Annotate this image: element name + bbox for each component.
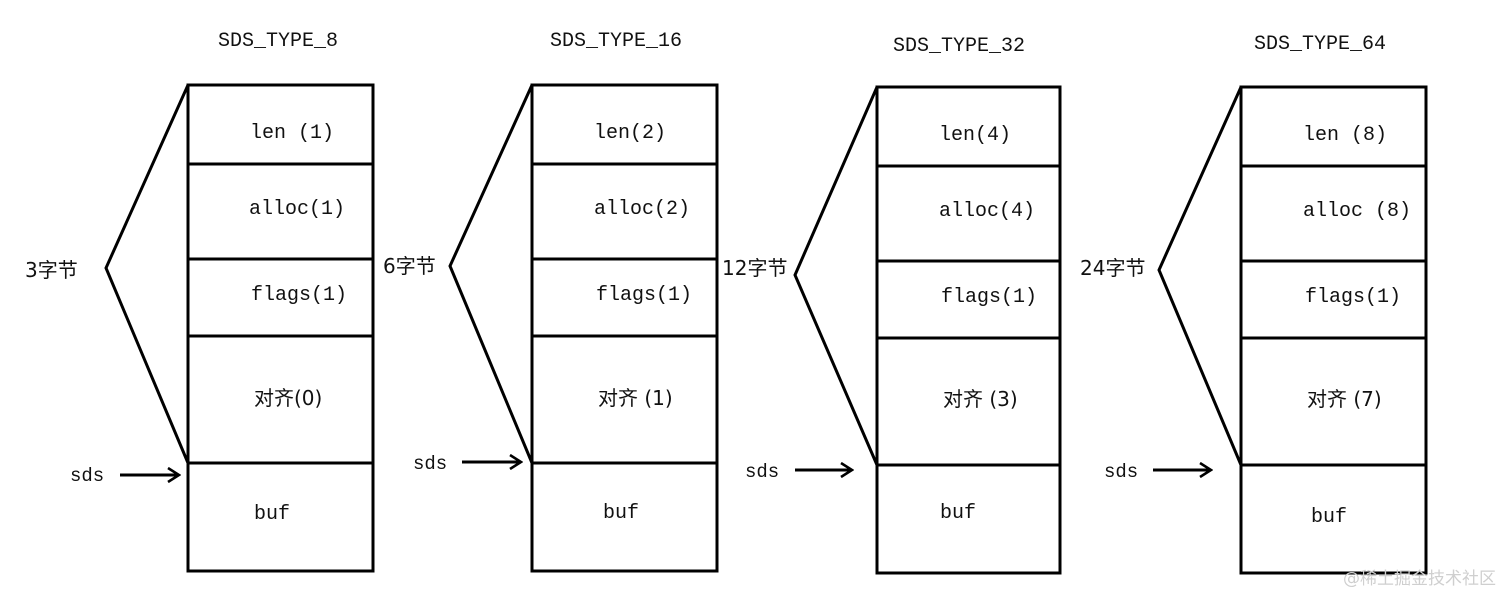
header-size-label: 6字节: [383, 254, 436, 278]
struct-title: SDS_TYPE_32: [893, 35, 1025, 58]
sds-type-diagram: SDS_TYPE_16 len(2) alloc(2) flags(1) 对齐 (1) b…: [383, 30, 719, 573]
header-bracket: [104, 84, 190, 464]
header-bracket: [448, 84, 534, 464]
field-label: alloc (8): [1303, 200, 1411, 223]
header-size-label: 12字节: [722, 256, 787, 280]
sds-pointer-label: sds: [745, 461, 779, 483]
field-label: buf: [254, 503, 290, 526]
struct-box: [530, 83, 719, 573]
field-label: len(4): [939, 124, 1011, 147]
header-bracket: [793, 86, 879, 466]
struct-box: [875, 85, 1062, 575]
struct-box: [1239, 85, 1428, 575]
struct-title: SDS_TYPE_16: [550, 30, 682, 53]
sds-pointer-label: sds: [70, 465, 104, 487]
sds-type-diagram: SDS_TYPE_32 len(4) alloc(4) flags(1) 对齐 (3) b…: [722, 35, 1062, 575]
field-label: alloc(1): [249, 198, 345, 221]
field-label: buf: [1311, 506, 1347, 529]
struct-title: SDS_TYPE_64: [1254, 33, 1386, 56]
field-label: len (1): [250, 122, 334, 145]
struct-box: [186, 83, 375, 573]
field-label: 对齐(0): [254, 386, 322, 410]
field-label: flags(1): [941, 286, 1037, 309]
field-label: 对齐 (1): [598, 386, 673, 410]
sds-pointer-label: sds: [1104, 461, 1138, 483]
field-label: flags(1): [251, 284, 347, 307]
field-label: alloc(4): [939, 200, 1035, 223]
header-bracket: [1157, 86, 1243, 466]
field-label: flags(1): [596, 284, 692, 307]
field-label: 对齐 (7): [1307, 387, 1382, 411]
field-label: buf: [603, 502, 639, 525]
field-label: len(2): [594, 122, 666, 145]
field-label: flags(1): [1305, 286, 1401, 309]
struct-title: SDS_TYPE_8: [218, 30, 338, 53]
field-label: len (8): [1303, 124, 1387, 147]
header-size-label: 3字节: [25, 258, 78, 282]
watermark: @稀土掘金技术社区: [1343, 569, 1496, 589]
field-label: buf: [940, 502, 976, 525]
field-label: 对齐 (3): [943, 387, 1018, 411]
field-label: alloc(2): [594, 198, 690, 221]
header-size-label: 24字节: [1080, 256, 1145, 280]
sds-pointer-label: sds: [413, 453, 447, 475]
